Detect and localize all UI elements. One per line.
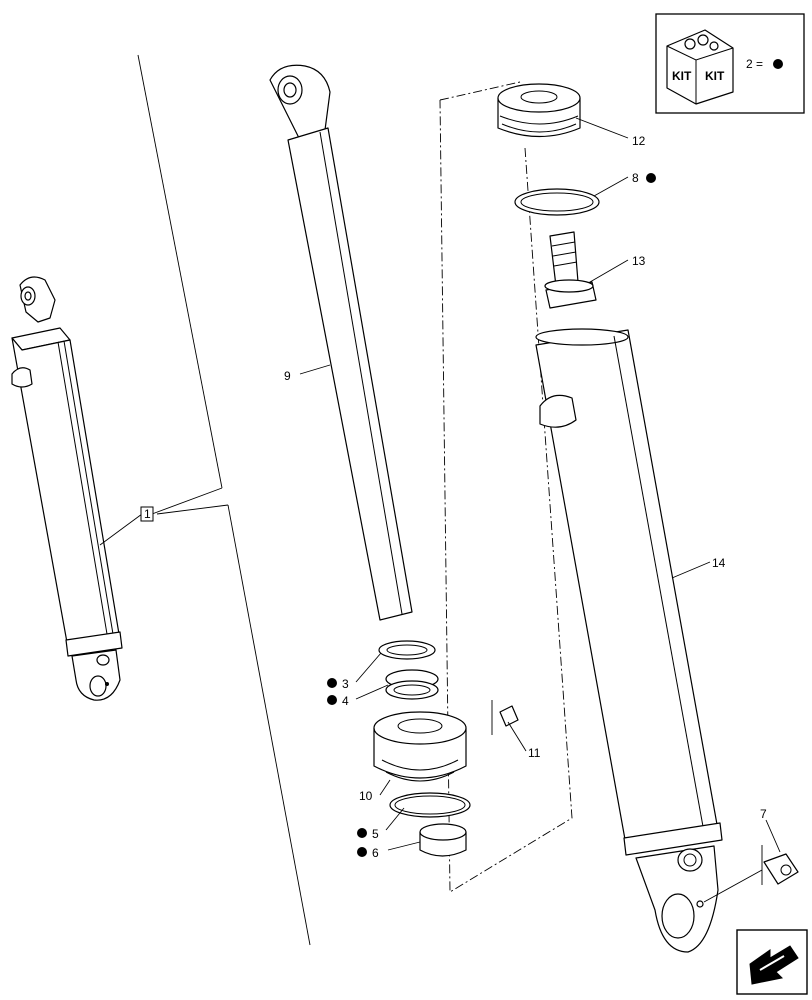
callout-13: 13 [632,254,646,268]
callout-14: 14 [712,556,726,570]
gland-10 [373,711,467,782]
seal-ring-4 [385,669,439,700]
kit-bullet-6-icon [357,847,367,857]
callout-8: 8 [632,171,639,185]
callout-11: 11 [528,746,541,760]
piston-12 [497,83,581,138]
next-page-arrow-icon[interactable] [736,929,808,995]
kit-bullet-8-icon [646,173,656,183]
kit-legend-text: 2 = [746,57,763,71]
callout-6: 6 [372,846,379,860]
bushing-6 [419,823,467,857]
kit-bullet-5-icon [357,828,367,838]
separator-line [137,54,311,946]
fitting-11 [491,700,519,735]
o-ring-5 [389,792,471,818]
callout-labels: 1 9 3 4 10 5 6 11 12 8 13 14 7 [140,134,767,860]
callout-12: 12 [632,134,646,148]
callout-4: 4 [342,694,349,708]
callout-5: 5 [372,827,379,841]
callout-1-box [140,506,154,522]
callout-7: 7 [760,807,767,821]
kit-label-2: KIT [705,69,725,83]
kit-bullet-3-icon [327,678,337,688]
kit-legend-box: KIT KIT 2 = [655,13,805,114]
kit-label-1: KIT [672,69,692,83]
seal-ring-3 [378,640,436,660]
fitting-7 [703,845,799,903]
leader-lines [99,117,781,853]
kit-bullet-4-icon [327,695,337,705]
piston-rod [269,64,413,621]
bolt-13 [544,231,597,309]
kit-bullet-icon [773,59,783,69]
wear-ring-8 [514,188,600,216]
callout-10: 10 [359,789,373,803]
assembled-cylinder [11,276,123,701]
callout-1: 1 [144,507,151,521]
assembly-boundary [439,81,573,893]
kit-box-icon: KIT KIT [666,29,734,105]
callout-9: 9 [284,369,291,383]
barrel-14 [535,328,723,953]
callout-3: 3 [342,677,349,691]
